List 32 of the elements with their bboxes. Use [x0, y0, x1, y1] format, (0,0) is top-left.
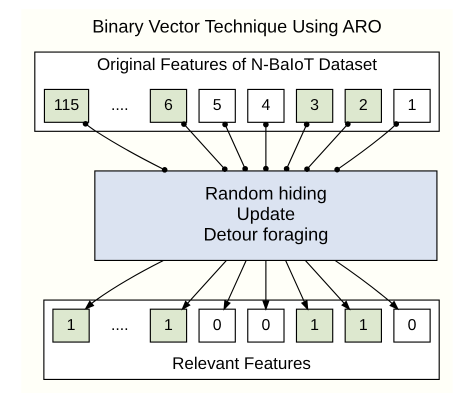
connector: [263, 121, 269, 171]
node-box: 1: [150, 308, 188, 342]
label: ....: [110, 316, 129, 334]
arrow: [84, 260, 164, 310]
connector: [181, 120, 228, 172]
node-box: 1: [344, 308, 382, 342]
connector: [284, 121, 310, 172]
node-box: 3: [296, 88, 334, 122]
arrow: [305, 260, 351, 310]
node-box: 2: [344, 88, 382, 122]
label: ....: [110, 96, 129, 114]
arrow: [262, 260, 270, 310]
node-box: 0: [393, 308, 431, 342]
node-box: 115: [44, 88, 90, 122]
diagram-title: Binary Vector Technique Using ARO: [92, 16, 382, 36]
node-box: 1: [52, 308, 90, 342]
node-box: 5: [198, 88, 236, 122]
connector: [334, 120, 400, 172]
node-box: 0: [247, 308, 285, 342]
connector: [82, 120, 168, 172]
node-box: 1: [296, 308, 334, 342]
arrow: [223, 260, 247, 310]
arrow: [181, 260, 227, 310]
node-box: 6: [150, 88, 188, 122]
node-box: 4: [247, 88, 285, 122]
connector: [222, 121, 248, 172]
arrow: [285, 260, 308, 310]
node-box: 0: [198, 308, 236, 342]
node-box: Random hiding Update Detour foraging: [94, 170, 438, 261]
connector: [304, 120, 351, 172]
node-box: 1: [393, 88, 431, 122]
arrow: [334, 260, 400, 310]
